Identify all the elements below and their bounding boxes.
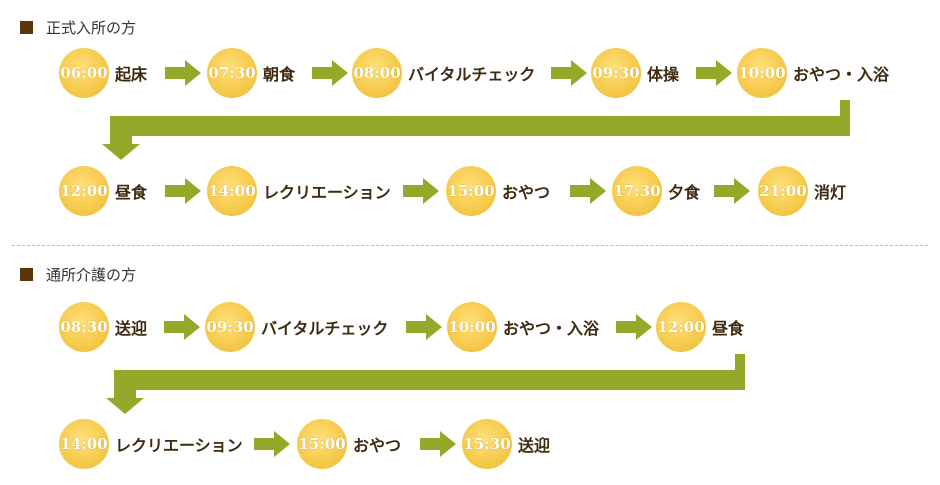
activity-label: バイタルチェック: [261, 319, 389, 338]
time-circle: 15:00: [297, 419, 347, 469]
activity-label: 消灯: [814, 183, 847, 202]
schedule-item: 08:00 バイタルチェック: [352, 48, 535, 98]
section-header-daycare: 通所介護の方: [20, 264, 136, 285]
time-circle: 12:00: [59, 166, 109, 216]
schedule-item: 09:30 体操: [591, 48, 679, 98]
arrow-right-icon: [403, 178, 439, 204]
activity-label: 起床: [115, 65, 148, 84]
schedule-item: 09:30 バイタルチェック: [205, 302, 388, 352]
section-title: 通所介護の方: [46, 266, 137, 284]
arrow-right-icon: [696, 60, 732, 86]
section-bullet-icon: [20, 21, 33, 34]
time-circle: 09:30: [205, 302, 255, 352]
schedule-item: 10:00 おやつ・入浴: [737, 48, 889, 98]
section-header-resident: 正式入所の方: [20, 17, 136, 38]
schedule-item: 12:00 昼食: [656, 302, 744, 352]
arrow-right-icon: [406, 314, 442, 340]
activity-label: おやつ・入浴: [503, 319, 600, 338]
activity-label: 送迎: [115, 319, 148, 338]
arrow-right-icon: [254, 431, 290, 457]
time-circle: 15:30: [462, 419, 512, 469]
activity-label: レクリエーション: [115, 436, 243, 455]
schedule-item: 06:00 起床: [59, 48, 147, 98]
schedule-item: 15:00 おやつ: [297, 419, 401, 469]
section-divider: [12, 245, 928, 246]
schedule-item: 21:00 消灯: [758, 166, 846, 216]
time-circle: 08:30: [59, 302, 109, 352]
activity-label: 夕食: [668, 183, 701, 202]
time-circle: 10:00: [447, 302, 497, 352]
wrap-arrow-icon: [106, 354, 745, 414]
time-circle: 08:00: [352, 48, 402, 98]
activity-label: バイタルチェック: [408, 65, 536, 84]
schedule-item: 12:00 昼食: [59, 166, 147, 216]
activity-label: 送迎: [518, 436, 551, 455]
time-circle: 21:00: [758, 166, 808, 216]
time-circle: 06:00: [59, 48, 109, 98]
arrow-right-icon: [165, 178, 201, 204]
arrow-right-icon: [714, 178, 750, 204]
arrow-right-icon: [551, 60, 587, 86]
activity-label: 体操: [647, 65, 680, 84]
schedule-item: 14:00 レクリエーション: [59, 419, 243, 469]
arrow-right-icon: [616, 314, 652, 340]
activity-label: おやつ: [502, 183, 551, 202]
section-bullet-icon: [20, 268, 33, 281]
activity-label: レクリエーション: [263, 183, 391, 202]
time-circle: 10:00: [737, 48, 787, 98]
wrap-arrow-icon: [102, 100, 850, 160]
schedule-item: 07:30 朝食: [207, 48, 295, 98]
arrow-right-icon: [420, 431, 456, 457]
time-circle: 12:00: [656, 302, 706, 352]
activity-label: おやつ・入浴: [793, 65, 890, 84]
activity-label: おやつ: [353, 436, 402, 455]
schedule-item: 08:30 送迎: [59, 302, 147, 352]
time-circle: 07:30: [207, 48, 257, 98]
time-circle: 09:30: [591, 48, 641, 98]
arrow-right-icon: [164, 314, 200, 340]
activity-label: 朝食: [263, 65, 296, 84]
time-circle: 14:00: [207, 166, 257, 216]
schedule-item: 17:30 夕食: [612, 166, 700, 216]
time-circle: 17:30: [612, 166, 662, 216]
time-circle: 15:00: [446, 166, 496, 216]
schedule-item: 15:00 おやつ: [446, 166, 550, 216]
activity-label: 昼食: [712, 319, 745, 338]
schedule-item: 10:00 おやつ・入浴: [447, 302, 599, 352]
schedule-item: 14:00 レクリエーション: [207, 166, 391, 216]
schedule-item: 15:30 送迎: [462, 419, 550, 469]
arrow-right-icon: [165, 60, 201, 86]
arrow-right-icon: [570, 178, 606, 204]
section-title: 正式入所の方: [46, 19, 137, 37]
time-circle: 14:00: [59, 419, 109, 469]
activity-label: 昼食: [115, 183, 148, 202]
arrow-right-icon: [312, 60, 348, 86]
